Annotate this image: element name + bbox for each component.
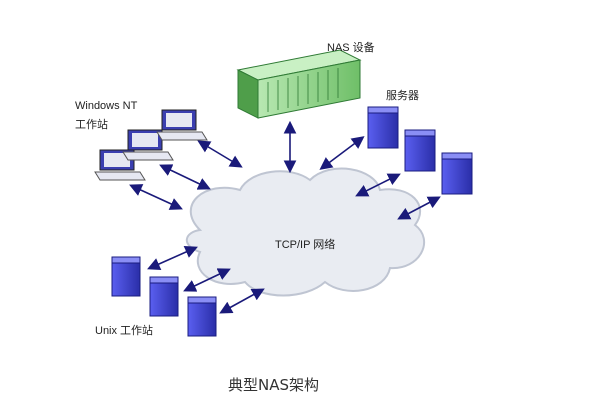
double-arrow-icon bbox=[197, 140, 243, 168]
double-arrow-icon bbox=[147, 246, 198, 270]
diagram-caption: 典型NAS架构 bbox=[228, 376, 320, 394]
server-tower-icon bbox=[187, 296, 217, 337]
double-arrow-icon bbox=[219, 288, 265, 314]
double-arrow-icon bbox=[159, 164, 211, 190]
connection-arrows bbox=[129, 120, 441, 314]
unix-workstation-label: Unix 工作站 bbox=[95, 325, 154, 337]
workstation-computer-icon bbox=[156, 109, 208, 141]
windows-nt-label: Windows NT bbox=[75, 100, 138, 112]
double-arrow-icon bbox=[355, 173, 401, 197]
server-tower-icon bbox=[149, 276, 179, 317]
server-tower-icon bbox=[441, 152, 473, 195]
double-arrow-icon bbox=[129, 184, 183, 210]
server-tower-icon bbox=[404, 129, 436, 172]
network-label: TCP/IP 网络 bbox=[275, 239, 336, 251]
server-tower-icon bbox=[367, 106, 399, 149]
servers-label: 服务器 bbox=[386, 90, 419, 102]
server-tower-icon bbox=[111, 256, 141, 297]
nas-device-label: NAS 设备 bbox=[327, 42, 375, 54]
double-arrow-icon bbox=[183, 268, 231, 292]
network-cloud-icon bbox=[185, 167, 426, 297]
double-arrow-icon bbox=[397, 196, 441, 220]
double-arrow-icon bbox=[319, 136, 365, 170]
workstation-computer-icon bbox=[122, 129, 174, 161]
windows-nt-workstation-label: 工作站 bbox=[75, 119, 108, 131]
nas-device-icon bbox=[236, 49, 362, 119]
